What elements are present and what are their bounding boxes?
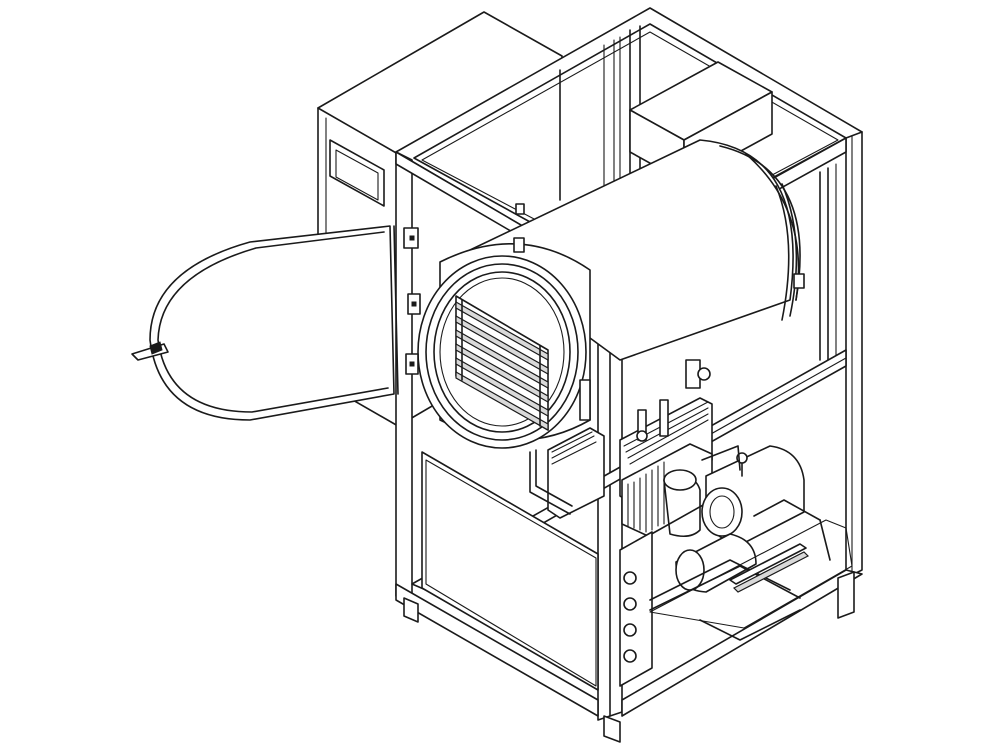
vacuum-pump — [701, 445, 821, 545]
door-handle — [131, 341, 169, 361]
lower-front-panel — [421, 451, 599, 691]
piping — [529, 445, 831, 641]
open-door — [149, 225, 399, 421]
valves — [579, 359, 711, 442]
control-panel-display — [329, 139, 385, 207]
sample-shelves — [455, 295, 549, 432]
chamber-brackets — [513, 203, 805, 289]
condenser-coil — [547, 397, 713, 687]
base-plate — [649, 519, 853, 629]
door-hinge — [403, 227, 421, 375]
